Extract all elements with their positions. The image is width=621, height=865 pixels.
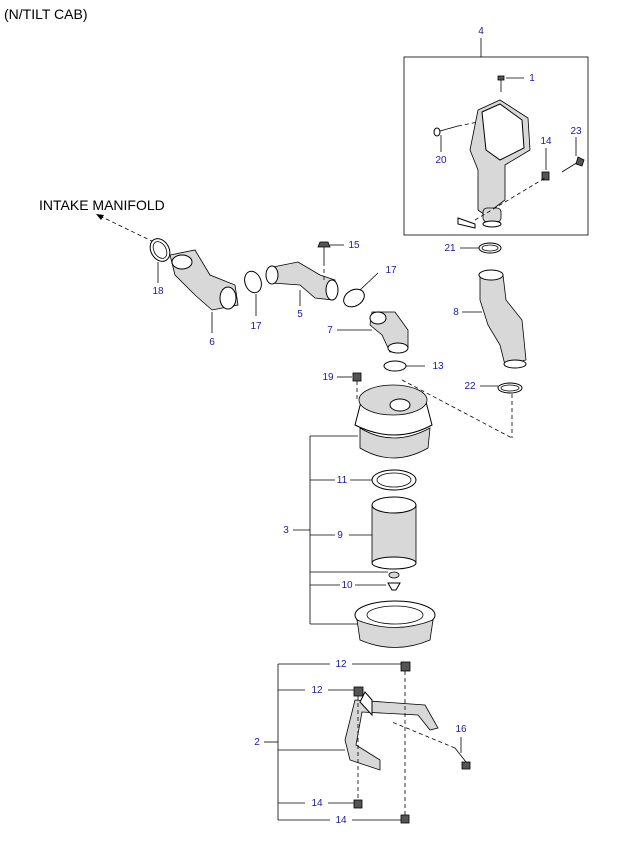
group-3-leader bbox=[293, 435, 388, 625]
bolt-15-icon bbox=[317, 241, 331, 262]
bolt-16-icon bbox=[454, 747, 471, 770]
callout-21: 21 bbox=[444, 243, 456, 254]
callout-9: 9 bbox=[337, 530, 343, 541]
nut-14-icon bbox=[541, 171, 550, 181]
callout-17-left: 17 bbox=[250, 321, 262, 332]
air-cleaner-cover bbox=[354, 384, 433, 459]
callout-1: 1 bbox=[529, 73, 535, 84]
callout-13: 13 bbox=[432, 361, 444, 372]
clamp-21-icon bbox=[478, 242, 502, 254]
intake-hose-6 bbox=[169, 249, 239, 311]
callout-10: 10 bbox=[341, 580, 353, 591]
callout-3: 3 bbox=[283, 525, 289, 536]
elbow-7 bbox=[369, 311, 409, 354]
bolt-23-icon bbox=[561, 156, 585, 173]
callout-23: 23 bbox=[570, 126, 582, 137]
screw-1-icon bbox=[497, 75, 505, 92]
bolt-20-icon bbox=[433, 125, 459, 137]
callout-16: 16 bbox=[455, 724, 467, 735]
callout-2: 2 bbox=[254, 737, 260, 748]
callout-6: 6 bbox=[209, 337, 215, 348]
intake-manifold-arrow bbox=[96, 214, 161, 246]
air-intake-snorkel bbox=[469, 99, 531, 228]
gasket-11 bbox=[371, 469, 417, 491]
mounting-bracket bbox=[344, 691, 439, 771]
nut-12-top-icon bbox=[400, 661, 411, 672]
callout-11: 11 bbox=[337, 475, 348, 486]
callout-14-mid: 14 bbox=[311, 798, 323, 809]
callout-18: 18 bbox=[152, 286, 164, 297]
snorkel-bracket bbox=[457, 217, 476, 229]
callout-8: 8 bbox=[453, 307, 459, 318]
clamp-17-right-icon bbox=[343, 288, 365, 308]
callout-15: 15 bbox=[348, 240, 360, 251]
group-2-leader bbox=[264, 663, 401, 821]
nut-19-icon bbox=[352, 372, 362, 382]
callout-7: 7 bbox=[327, 325, 333, 336]
nut-14-bottom-icon bbox=[400, 814, 410, 824]
callout-12-top: 12 bbox=[335, 659, 347, 670]
nut-12-mid-icon bbox=[353, 686, 364, 697]
callout-17-right: 17 bbox=[385, 265, 397, 276]
intake-manifold-label: INTAKE MANIFOLD bbox=[39, 197, 165, 213]
clamp-13-icon bbox=[383, 360, 407, 372]
callout-19: 19 bbox=[322, 372, 334, 383]
callout-5: 5 bbox=[297, 309, 303, 320]
air-cleaner-body bbox=[354, 600, 436, 648]
valve-10-icon bbox=[387, 571, 401, 591]
intake-pipe-5 bbox=[265, 261, 339, 301]
clamp-17-left-icon bbox=[244, 270, 262, 294]
callout-4: 4 bbox=[478, 26, 484, 37]
clamp-18-icon bbox=[149, 238, 171, 262]
callout-20: 20 bbox=[435, 155, 447, 166]
callout-22: 22 bbox=[464, 381, 476, 392]
diagram-title: (N/TILT CAB) bbox=[4, 6, 88, 22]
callout-14-top: 14 bbox=[540, 136, 552, 147]
clamp-22-icon bbox=[497, 382, 523, 394]
callout-14-bottom: 14 bbox=[335, 815, 347, 826]
snorkel-assembly-box bbox=[403, 56, 589, 236]
filter-element-9 bbox=[371, 496, 417, 570]
intake-hose-8 bbox=[478, 269, 527, 369]
callout-12-mid: 12 bbox=[311, 685, 323, 696]
nut-14-mid-icon bbox=[353, 799, 363, 809]
